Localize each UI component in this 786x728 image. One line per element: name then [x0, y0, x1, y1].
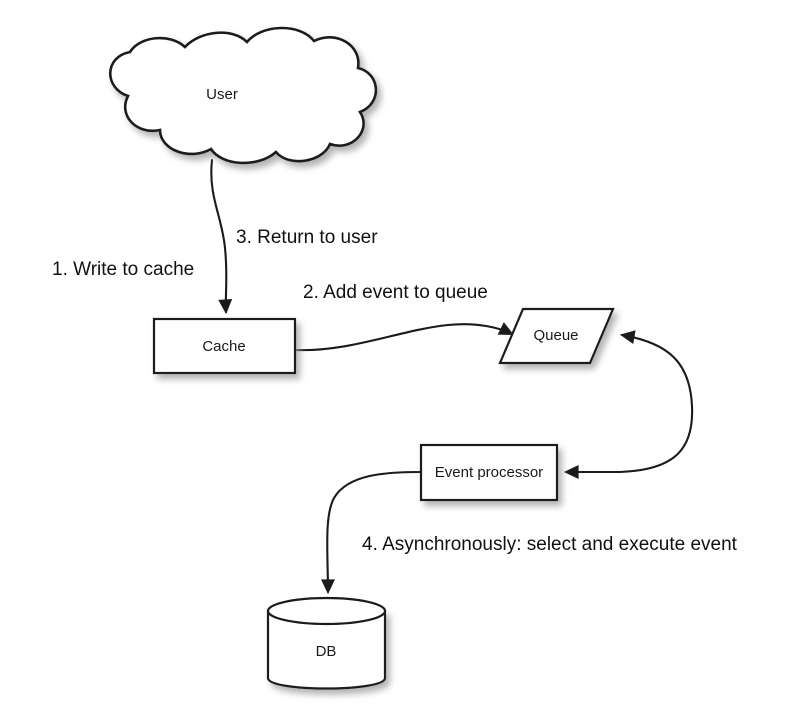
step-label-3: 3. Return to user	[236, 227, 378, 248]
edge-cache-queue	[294, 322, 514, 352]
event-processor-box	[419, 443, 559, 502]
step-label-2: 2. Add event to queue	[303, 282, 488, 303]
cache-box	[152, 317, 297, 375]
node-queue-label: Queue	[533, 327, 578, 344]
node-queue[interactable]: Queue	[498, 307, 615, 365]
node-user-label: User	[206, 86, 238, 103]
db-cylinder-top	[266, 596, 387, 626]
edge-queue-processor	[563, 330, 694, 479]
edge-cache-queue-path	[294, 322, 514, 352]
edge-queue-processor-path	[563, 330, 694, 479]
step-label-1: 1. Write to cache	[52, 259, 194, 280]
step-label-4: 4. Asynchronously: select and execute ev…	[362, 534, 738, 555]
node-db-label: DB	[316, 643, 337, 660]
edge-cache-user-path	[210, 158, 233, 315]
edge-processor-db-path	[320, 470, 423, 595]
node-cache[interactable]: Cache	[152, 317, 297, 375]
cloud-icon	[108, 26, 378, 165]
node-event-processor[interactable]: Event processor	[419, 443, 559, 502]
node-event-processor-label: Event processor	[435, 464, 543, 481]
node-user[interactable]: User	[108, 26, 378, 165]
queue-parallelogram	[498, 307, 615, 365]
db-cylinder-body	[266, 609, 387, 690]
edge-processor-db	[320, 470, 423, 595]
node-db[interactable]: DB	[266, 596, 387, 690]
node-cache-label: Cache	[202, 338, 245, 355]
edge-cache-user	[210, 158, 233, 315]
